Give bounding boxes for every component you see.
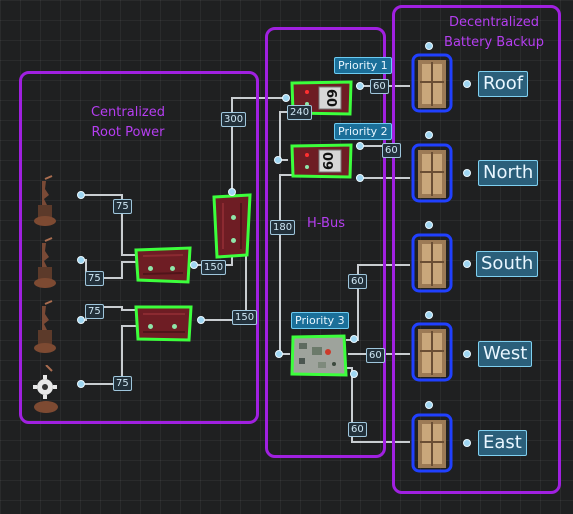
priority-3-out-port-2[interactable] [350, 370, 358, 378]
battery-west-top-port[interactable] [425, 311, 433, 319]
generator-4-port[interactable] [77, 380, 85, 388]
priority-1-out-port[interactable] [356, 82, 364, 90]
priority-3-label: Priority 3 [291, 312, 349, 329]
wire [279, 174, 292, 355]
decentralized-title: Decentralized Battery Backup [444, 15, 544, 50]
priority-2-label: Priority 2 [334, 123, 392, 140]
generator-3-port[interactable] [77, 316, 85, 324]
battery-icon [411, 322, 453, 382]
battery-icon [411, 143, 453, 203]
flow-label: 60 [348, 274, 367, 289]
junction-icon [134, 246, 192, 284]
gear-generator-icon [33, 364, 58, 413]
wire [82, 194, 136, 256]
battery-south-port[interactable] [463, 260, 471, 268]
flow-label: 60 [348, 422, 367, 437]
junction-1-port[interactable] [190, 261, 198, 269]
priority-2-out-port[interactable] [356, 142, 364, 150]
flow-label: 75 [113, 376, 132, 391]
priority-3-in-port[interactable] [275, 350, 283, 358]
battery-label: West [478, 341, 533, 367]
junction-2-port[interactable] [197, 316, 205, 324]
flow-label: 300 [221, 112, 247, 127]
battery-west-port[interactable] [463, 350, 471, 358]
battery-label: East [478, 430, 527, 456]
flow-label: 150 [201, 260, 227, 275]
battery-south[interactable] [410, 232, 454, 294]
port-light [170, 266, 175, 271]
battery-label: North [478, 160, 539, 186]
decentralized-group-frame [392, 5, 561, 494]
generator-2[interactable] [30, 237, 60, 289]
power-tower[interactable] [211, 193, 253, 259]
battery-roof-port[interactable] [463, 80, 471, 88]
battery-north-top-port[interactable] [425, 131, 433, 139]
control-panel-icon [290, 334, 348, 377]
priority-1-in-port[interactable] [282, 94, 290, 102]
flow-label: 180 [270, 220, 296, 235]
wire [82, 325, 136, 385]
priority-switch-icon [290, 143, 353, 179]
battery-icon [411, 233, 453, 293]
generator-tower-icon [34, 237, 56, 288]
priority-3-switch[interactable] [290, 334, 348, 378]
priority-2-out-port-2[interactable] [356, 174, 364, 182]
priority-1-display: 60 [323, 89, 338, 108]
tower-icon [212, 193, 252, 259]
battery-east[interactable] [410, 412, 454, 474]
generator-tower-icon [34, 300, 56, 353]
battery-south-top-port[interactable] [425, 221, 433, 229]
flow-label: 75 [85, 271, 104, 286]
hbus-title: H-Bus [307, 216, 345, 231]
port-light [148, 266, 153, 271]
wire [279, 111, 288, 161]
wire [82, 306, 136, 321]
generator-4[interactable] [30, 364, 62, 415]
battery-icon [411, 413, 453, 473]
junction-icon [134, 305, 193, 342]
generator-tower-icon [34, 175, 56, 226]
battery-north-port[interactable] [463, 169, 471, 177]
battery-roof[interactable] [410, 52, 454, 114]
battery-east-top-port[interactable] [425, 401, 433, 409]
battery-west[interactable] [410, 321, 454, 383]
wire [346, 367, 410, 443]
generator-1-port[interactable] [77, 191, 85, 199]
flow-label: 60 [370, 79, 389, 94]
priority-1-label: Priority 1 [334, 57, 392, 74]
generator-3[interactable] [30, 300, 60, 355]
port-light [148, 324, 153, 329]
battery-east-port[interactable] [463, 439, 471, 447]
hbus-group-frame [265, 27, 386, 458]
battery-icon [411, 53, 453, 113]
priority-2-display: 60 [322, 151, 337, 170]
wire [82, 259, 136, 279]
battery-roof-top-port[interactable] [425, 42, 433, 50]
generator-2-port[interactable] [77, 256, 85, 264]
flow-label: 75 [113, 199, 132, 214]
port-light [231, 238, 236, 243]
flow-label: 240 [287, 105, 313, 120]
port-light [231, 215, 236, 220]
power-junction-2[interactable] [133, 304, 195, 342]
centralized-title: Centralized Root Power [90, 105, 166, 140]
battery-north[interactable] [410, 142, 454, 204]
flow-label: 150 [232, 310, 258, 325]
battery-label: South [476, 251, 539, 277]
priority-2-switch[interactable]: 60 [289, 143, 355, 179]
tower-port[interactable] [228, 188, 236, 196]
generator-1[interactable] [30, 175, 60, 227]
flow-label: 60 [382, 143, 401, 158]
flow-label: 60 [366, 348, 385, 363]
flow-label: 75 [85, 304, 104, 319]
priority-2-in-port[interactable] [274, 156, 282, 164]
port-light [172, 324, 177, 329]
battery-label: Roof [478, 71, 529, 97]
priority-3-out-port[interactable] [350, 335, 358, 343]
power-junction-1[interactable] [133, 246, 193, 284]
centralized-group-frame [19, 71, 259, 424]
